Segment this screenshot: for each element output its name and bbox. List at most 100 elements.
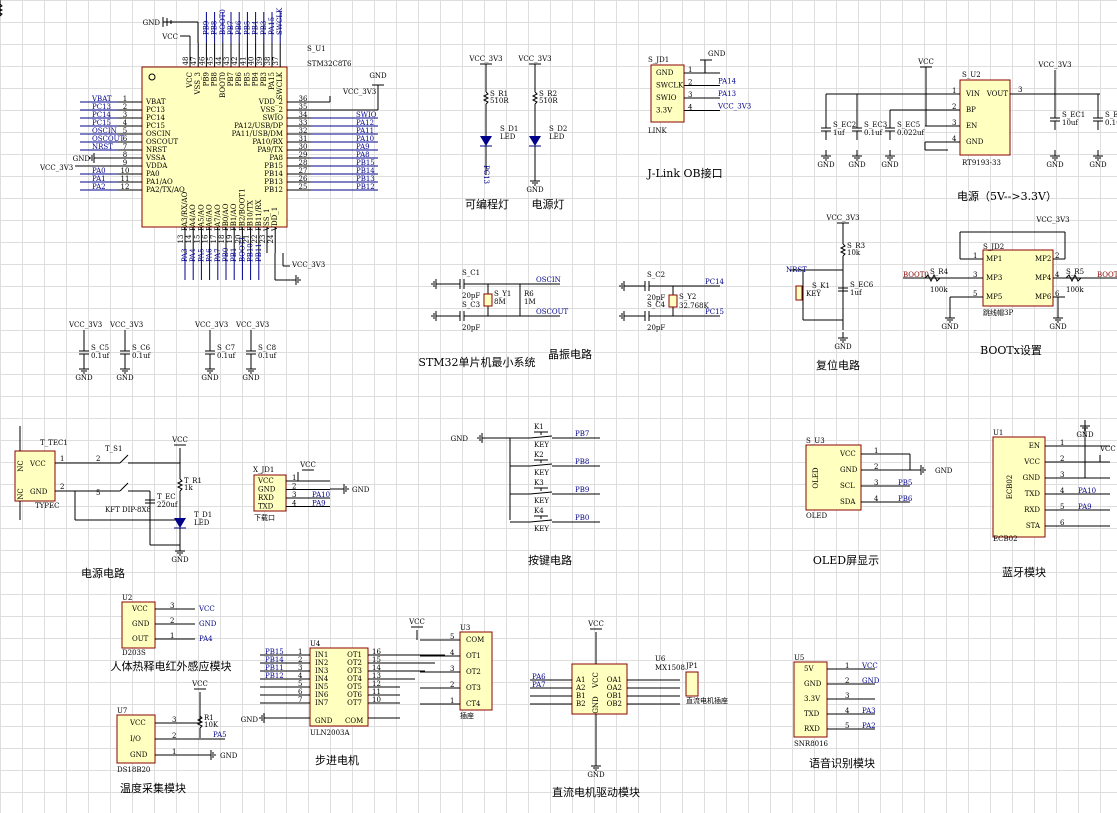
caption-mcu: STM32单片机最小系统: [418, 355, 535, 369]
pin-number: 17: [210, 235, 218, 244]
pin-name: 3.3V: [804, 695, 821, 703]
pin-name: VSS_3: [194, 72, 202, 95]
pin-name: A1: [575, 676, 586, 684]
net-label: PA8: [356, 151, 370, 159]
caption-voice: 语音识别模块: [809, 756, 875, 770]
pin-name: MP3: [986, 274, 1002, 282]
pin-name: PB13: [264, 178, 283, 186]
cap-value: 0.1uf: [132, 352, 152, 360]
uln-ref: U4: [310, 640, 321, 648]
pin-name: OT7: [347, 699, 362, 707]
gnd-label: GND: [1046, 161, 1064, 169]
wire: [119, 482, 129, 492]
pin-name: MP2: [1035, 255, 1051, 263]
pin-number: 19: [226, 235, 234, 244]
pin-number: 5: [845, 722, 849, 730]
pin-number: 3: [973, 271, 977, 279]
boot-part: 跳线帽3P: [983, 308, 1013, 317]
net-label: PB4: [252, 20, 260, 35]
net-label: PC15: [92, 119, 111, 127]
net-label: VCC_3V3: [717, 103, 751, 111]
bt-body: [992, 436, 1046, 538]
dl-name: 下载口: [254, 513, 275, 522]
pin-number: 2: [450, 681, 454, 689]
led-value: LED: [549, 133, 565, 141]
cap-ref: T_EC: [157, 493, 176, 501]
pin-number: 4: [1055, 271, 1060, 279]
cap-value: 0.1uf: [91, 352, 111, 360]
pin-name: VCC: [29, 460, 46, 468]
net-label: PA5: [213, 731, 227, 739]
pin-number: 46: [198, 56, 206, 65]
pin-name: SWIO: [263, 114, 284, 122]
pin-number: 2: [172, 732, 176, 740]
cap-ref: S_C5: [91, 344, 109, 352]
wire: [839, 243, 847, 257]
cap-value: 0.1uf: [258, 352, 278, 360]
boot-ref: S_JD2: [983, 243, 1004, 251]
pin-name: GND: [132, 620, 150, 628]
pin-number: 30: [299, 143, 308, 151]
pin-name: PA7/AO: [214, 204, 222, 231]
pin-number: 32: [299, 127, 308, 135]
net-label: PB7: [575, 430, 589, 438]
pin-name: PA1/AO: [146, 178, 173, 186]
resistor-value: 510R: [490, 97, 509, 105]
net-label: OSCIN: [536, 276, 561, 284]
net-label: PB0: [222, 248, 230, 262]
wire: [0, 3, 4, 17]
pin-number: 1: [688, 66, 692, 74]
switch-value: KFT DIP-8X8: [105, 506, 151, 514]
pin-number: 21: [243, 235, 251, 244]
net-label: PA11: [356, 127, 374, 135]
gnd-label: GND: [1049, 323, 1067, 331]
pin-number: 1: [1060, 439, 1064, 447]
caption-boot: BOOTx设置: [980, 344, 1042, 357]
pin-number: 4: [450, 649, 455, 657]
pin-number: 2: [1055, 252, 1059, 260]
pin-name: IN4: [315, 675, 329, 683]
pin-number: 7: [123, 143, 127, 151]
net-label: PA9: [356, 143, 370, 151]
net-label: PB10: [247, 243, 255, 262]
net-label: PA12: [356, 119, 374, 127]
pin-name: OSCOUT: [146, 138, 179, 146]
pin-name: IN3: [315, 667, 328, 675]
vcc33-label: VCC_3V3: [468, 55, 502, 63]
pin-number: 15: [372, 656, 381, 664]
pin-name: PA4/AO: [189, 204, 197, 231]
pin-number: 2: [292, 483, 296, 491]
cap-ref: S_EC5: [897, 121, 920, 129]
gnd-label: GND: [708, 50, 726, 58]
switch-value: KEY: [806, 290, 821, 298]
pin-name: OT1: [466, 652, 481, 660]
caption-regulator: 电源（5V-->3.3V）: [957, 189, 1057, 203]
pin-number: 2: [952, 103, 956, 111]
cap-ref: S_C1: [462, 269, 480, 277]
net-label: PB7: [227, 21, 235, 35]
mcu-part: STM32C8T6: [307, 60, 352, 68]
cap-value: 20pF: [462, 292, 480, 300]
net-label: PA15: [268, 17, 276, 35]
switch-ref: S_K1: [812, 282, 830, 290]
key-value: KEY: [534, 469, 549, 477]
pin-number: 33: [299, 119, 308, 127]
pin-name: TXD: [258, 503, 274, 511]
pin-name: PB3: [260, 72, 268, 86]
resistor-value: 1k: [184, 484, 193, 492]
net-label: PA7: [214, 248, 222, 262]
pin-number: 27: [299, 167, 308, 175]
pin-name: PB2/BOOT1: [238, 188, 246, 231]
pin-name: PB11/RX: [255, 200, 263, 231]
cap-ref: S_EC4: [1105, 111, 1117, 119]
gnd-label: GND: [73, 155, 91, 163]
net-label: OSCIN: [92, 127, 117, 135]
jp-ref: JP1: [685, 662, 698, 670]
net-label: PA9: [312, 500, 326, 508]
resistor-ref: S_R3: [847, 242, 865, 250]
pir-name: D203S: [122, 649, 146, 657]
led-value: LED: [194, 519, 210, 527]
pin1-marker: [148, 73, 156, 81]
cap-ref: S_C4: [647, 301, 666, 309]
